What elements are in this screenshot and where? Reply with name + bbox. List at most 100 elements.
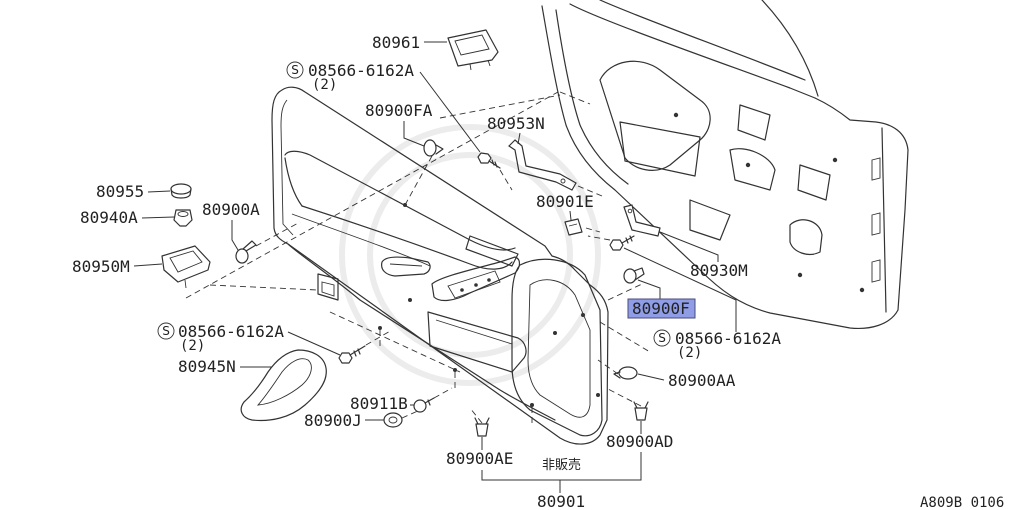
part-80900AE-clip[interactable] — [474, 417, 490, 437]
door-pillar — [761, 0, 819, 97]
screw-symbol-circle — [653, 329, 671, 347]
leader-line-80950M — [133, 263, 163, 267]
part-80900F-clip[interactable] — [623, 267, 645, 284]
door-frame-slot — [871, 212, 881, 236]
clip-ring — [177, 211, 189, 217]
trim-clip-hole — [530, 403, 534, 407]
part-80901E-clip[interactable] — [564, 218, 583, 236]
trim-pull-cup-inner — [389, 263, 423, 267]
assembly-dashed-line — [577, 185, 603, 197]
callout-80900F[interactable]: 80900F — [632, 299, 690, 318]
part-80900J-clip[interactable] — [383, 412, 403, 428]
callout-80900J[interactable]: 80900J — [304, 411, 362, 430]
assembly-dashed-line — [185, 91, 559, 299]
bezel-opening — [169, 250, 203, 273]
assembly-dashed-line — [255, 221, 301, 247]
bracket-body — [623, 204, 661, 237]
diagram-code: A809B 0106 — [920, 495, 1004, 510]
clip-head — [423, 139, 437, 157]
assembly-dashed-line — [469, 407, 483, 424]
bracket-hole — [560, 178, 566, 184]
part-screw-right[interactable] — [609, 235, 635, 251]
trim-switch-opening — [447, 270, 501, 299]
callout-80900F-highlighted[interactable]: 80900F — [627, 298, 696, 319]
callout-80901[interactable]: 80901 — [537, 492, 585, 510]
trim-switch-bezel — [431, 256, 521, 302]
part-80950M-bezel[interactable] — [161, 245, 211, 289]
leader-line-80930M — [659, 231, 719, 262]
door-frame-opening — [619, 121, 701, 177]
part-80900AA-clip[interactable] — [613, 366, 638, 380]
clip-head — [383, 412, 403, 428]
bezel-tab — [184, 279, 187, 289]
trim-grip-recess — [465, 235, 519, 267]
screw-head — [413, 399, 427, 413]
leader-line-screw-right — [623, 247, 737, 332]
trim-armrest-lower-line — [291, 213, 431, 267]
part-80900FA-clip[interactable] — [423, 139, 444, 157]
door-frame-slot — [871, 157, 881, 181]
callout-80900AE[interactable]: 80900AE — [446, 449, 513, 468]
callout-80930M[interactable]: 80930M — [690, 261, 748, 280]
callout-80900A[interactable]: 80900A — [202, 200, 260, 219]
assembly-dashed-line — [597, 359, 619, 375]
part-80940A-clip[interactable] — [173, 209, 193, 227]
trim-clip-hole — [408, 298, 412, 302]
screw-part-number[interactable]: 08566-6162A — [675, 329, 781, 348]
callout-80900AD[interactable]: 80900AD — [606, 432, 673, 451]
part-screw-top[interactable] — [477, 152, 501, 169]
clip-body — [564, 218, 583, 236]
screw-quantity: (2) — [312, 77, 337, 93]
part-80955-cap[interactable] — [170, 183, 192, 199]
callout-80950M[interactable]: 80950M — [72, 257, 130, 276]
callout-screw-right[interactable]: S 08566-6162A (2) — [653, 329, 781, 361]
trim-clip-hole — [581, 313, 585, 317]
screw-part-number[interactable]: 08566-6162A — [178, 322, 284, 341]
callout-80955[interactable]: 80955 — [96, 182, 144, 201]
leader-line-80955 — [147, 190, 171, 193]
door-frame-opening — [599, 60, 711, 171]
clip-stem — [633, 267, 645, 281]
assembly-dashed-line — [401, 409, 421, 419]
part-80961-bezel[interactable] — [447, 29, 499, 71]
assembly-dashed-line — [209, 284, 319, 291]
part-80930M-bracket[interactable] — [623, 204, 661, 237]
callout-80901E[interactable]: 80901E — [536, 192, 594, 211]
screw-head — [609, 239, 624, 251]
callout-80953N[interactable]: 80953N — [487, 114, 545, 133]
callout-80900AA[interactable]: 80900AA — [668, 371, 736, 390]
callout-80911B[interactable]: 80911B — [350, 394, 408, 413]
assembly-dashed-line — [587, 235, 611, 241]
part-80900A-clip[interactable] — [235, 240, 257, 264]
not-for-sale-note: 非販売 — [542, 457, 581, 473]
leader-line-80900AA — [637, 373, 665, 381]
callout-80900FA[interactable]: 80900FA — [365, 101, 433, 120]
highlight-box — [627, 298, 696, 319]
callout-screw-left[interactable]: S 08566-6162A (2) — [157, 322, 284, 354]
part-80900AD-clip[interactable] — [633, 401, 649, 421]
clip-body — [634, 407, 648, 421]
clip-stem — [435, 144, 444, 155]
trim-pull-cup — [381, 256, 431, 277]
part-80945N-handle[interactable] — [240, 349, 327, 422]
callout-80961[interactable]: 80961 — [372, 33, 420, 52]
trim-clip-hole — [453, 368, 457, 372]
clip-head — [235, 248, 249, 264]
callout-screw-top[interactable]: S 08566-6162A (2) — [286, 61, 414, 93]
screw-part-number[interactable]: 08566-6162A — [308, 61, 414, 80]
part-screw-left[interactable] — [338, 345, 366, 364]
assembly-dashed-line — [585, 227, 601, 233]
door-frame-hole — [832, 157, 838, 163]
screw-head — [477, 152, 492, 164]
leader-line-80900A — [231, 220, 239, 251]
bezel-opening — [454, 34, 490, 56]
trim-switch-button — [460, 288, 464, 292]
handle-inner — [256, 358, 312, 406]
part-80911B-screw[interactable] — [413, 397, 435, 413]
callout-80940A[interactable]: 80940A — [80, 208, 138, 227]
part-80953N-bracket[interactable] — [508, 139, 577, 191]
door-frame-outline — [541, 5, 909, 330]
callout-80945N[interactable]: 80945N — [178, 357, 236, 376]
door-frame-hole — [859, 287, 865, 293]
